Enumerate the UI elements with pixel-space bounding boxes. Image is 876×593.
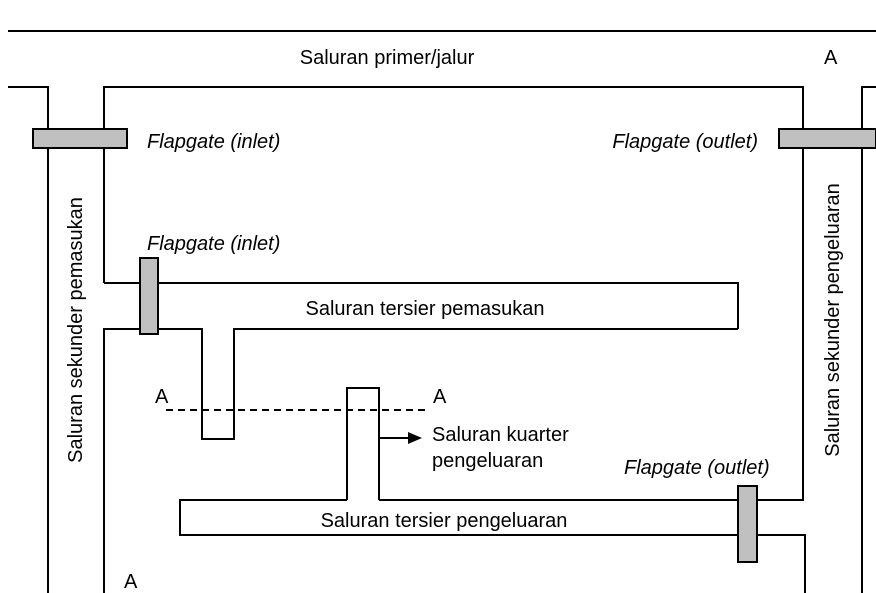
tertiary-inlet-label: Saluran tersier pemasukan [305,298,544,320]
secondary-inlet-left-wall [8,86,49,593]
quaternary-outlet-label-line1: Saluran kuarter [432,424,569,446]
tertiary-inlet-bottom-wall [156,328,738,440]
tertiary-outlet-bottom-wall [756,534,806,593]
section-marker-top-right: A [824,47,838,69]
section-marker-left: A [155,386,169,408]
secondary-outlet-right-wall [861,86,876,593]
flapgate-inlet-top [32,128,128,149]
flapgate-outlet-tertiary [737,485,758,563]
secondary-inlet-label: Saluran sekunder pemasukan [65,197,87,463]
tertiary-outlet-top-wall [179,499,738,536]
quaternary-outlet-label-line2: pengeluaran [432,450,543,472]
flapgate-inlet-tertiary-label: Flapgate (inlet) [147,233,280,255]
flapgate-inlet-top-label: Flapgate (inlet) [147,131,280,153]
section-marker-right: A [433,386,447,408]
flapgate-inlet-tertiary [139,257,159,335]
flapgate-outlet-top [778,128,876,149]
flapgate-outlet-top-label: Flapgate (outlet) [612,131,758,153]
quaternary-outlet-walls [346,387,380,500]
tertiary-inlet-top-wall [104,282,739,329]
channel-lines [8,30,876,593]
tertiary-outlet-label: Saluran tersier pengeluaran [321,510,568,532]
flapgate-outlet-tertiary-label: Flapgate (outlet) [624,457,770,479]
secondary-outlet-label: Saluran sekunder pengeluaran [822,183,844,457]
secondary-inlet-inner-wall-upper [103,86,804,501]
secondary-inlet-inner-wall [103,328,142,593]
section-marker-bottom: A [124,571,138,593]
primary-channel-label: Saluran primer/jalur [300,47,475,69]
quaternary-arrow-head [408,432,422,444]
